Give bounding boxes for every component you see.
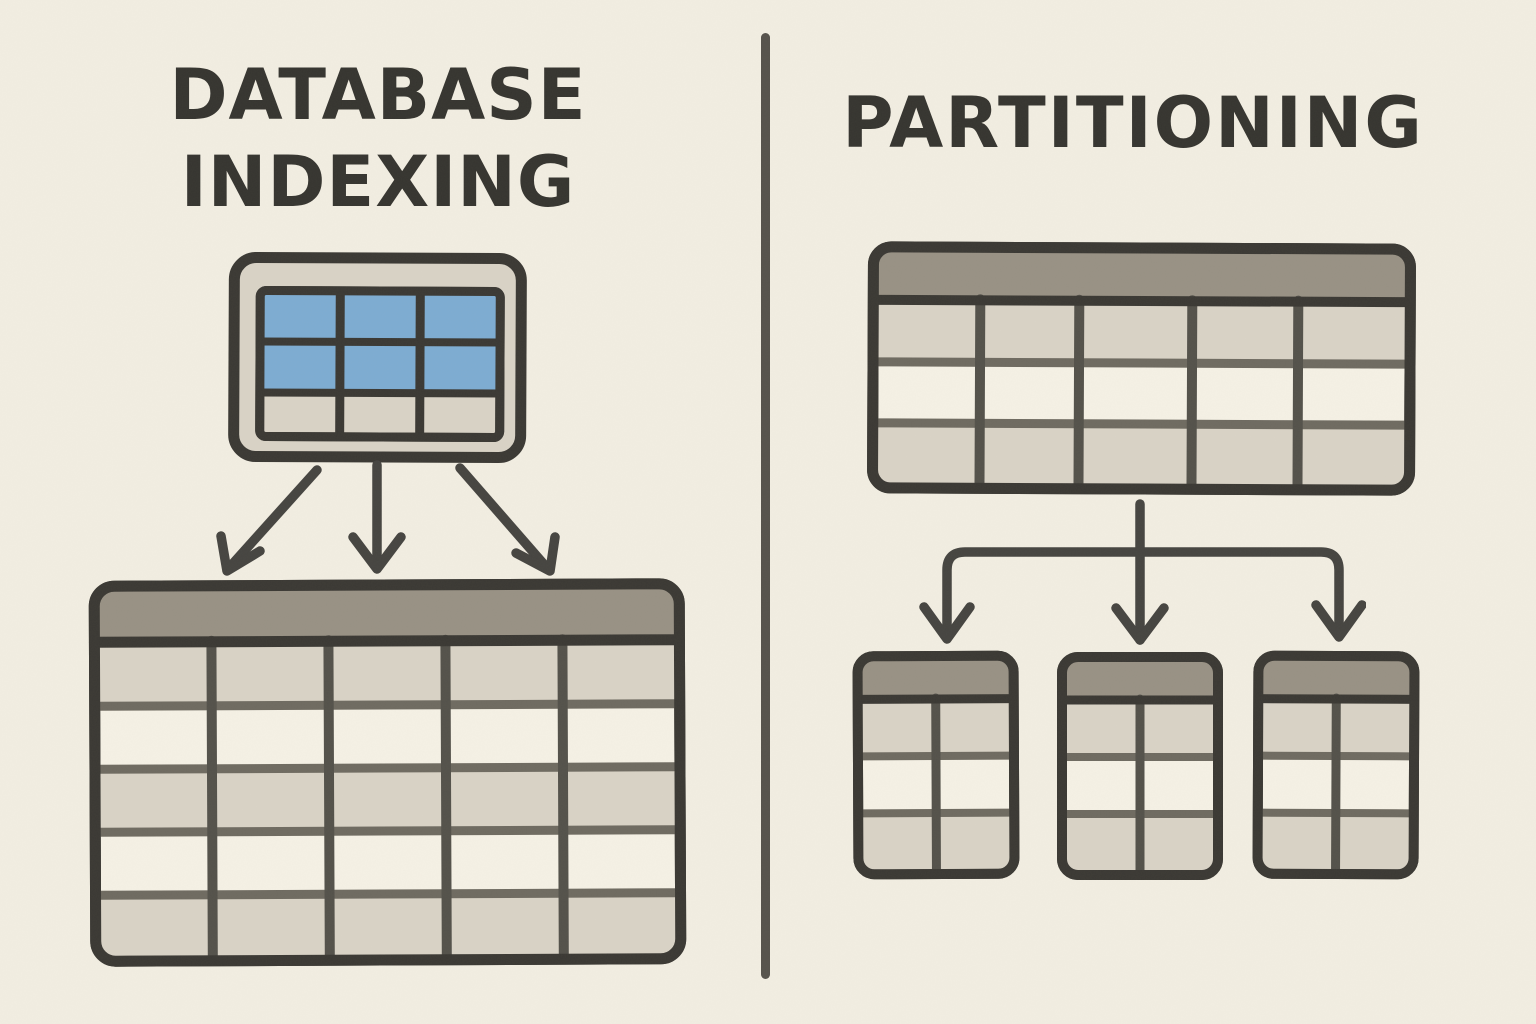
index-to-table-arrows bbox=[216, 460, 560, 576]
left-title-line2: INDEXING bbox=[180, 141, 576, 223]
partition-branch-arrows bbox=[919, 499, 1366, 645]
partition-table-1 bbox=[852, 650, 1020, 880]
main-table-header-underline bbox=[88, 634, 685, 648]
panel-divider bbox=[761, 33, 770, 979]
arrow-right-icon bbox=[455, 463, 553, 574]
source-table-figure bbox=[867, 241, 1416, 496]
partition-2-header-row bbox=[1066, 661, 1214, 699]
partition-1-header-row bbox=[861, 659, 1011, 699]
main-table-row-stripe bbox=[98, 640, 677, 707]
partition-3-column-line bbox=[1331, 693, 1341, 871]
partition-3-header-row bbox=[1261, 659, 1411, 699]
source-table-row-stripe bbox=[876, 299, 1407, 365]
left-title-line1: DATABASE bbox=[169, 54, 587, 136]
right-panel-title: PARTITIONING bbox=[842, 82, 1424, 164]
main-table-row-stripe bbox=[98, 766, 677, 833]
partition-3-header-underline bbox=[1253, 694, 1419, 704]
index-table-figure bbox=[228, 251, 527, 464]
main-table-header-row bbox=[98, 587, 677, 642]
partition-table-2 bbox=[1057, 652, 1223, 880]
partition-1-column-line bbox=[931, 693, 941, 871]
source-table-row-stripe bbox=[876, 422, 1407, 487]
main-table-row-stripe bbox=[98, 892, 677, 958]
main-table-figure bbox=[88, 578, 687, 967]
arrow-left-icon bbox=[223, 465, 322, 574]
source-table-header-underline bbox=[868, 294, 1416, 308]
partition-1-header-underline bbox=[853, 694, 1019, 704]
partition-table-3 bbox=[1252, 650, 1420, 880]
left-panel-title: DATABASE INDEXING bbox=[169, 60, 586, 217]
source-table-header-row bbox=[876, 250, 1407, 302]
